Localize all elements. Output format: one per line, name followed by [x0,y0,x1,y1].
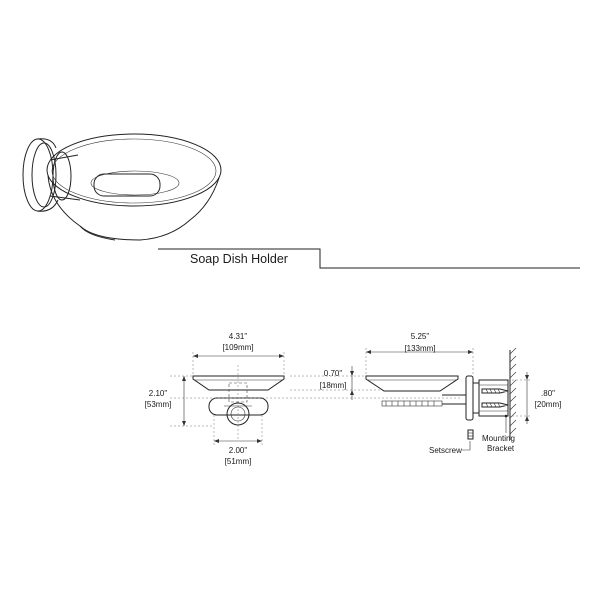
page-title: Soap Dish Holder [190,252,288,266]
dim-width-front-mm: [109mm] [222,343,253,352]
dim-height-inch: 2.10" [149,389,168,398]
soap-dish-illustration [22,133,222,241]
dim-height-mm: [53mm] [145,400,172,409]
side-view [365,347,517,451]
dim-bracket-mm: [20mm] [535,400,562,409]
dim-projection-mm: [133mm] [404,344,435,353]
title-rule [158,248,580,269]
dim-bracket: .80" [20mm] [508,372,561,424]
dim-height: 2.10" [53mm] [145,376,186,426]
setscrew-label: Setscrew [429,446,462,455]
dim-flange: 2.00" [51mm] [213,415,263,466]
mounting-bracket-label-line1: Mounting [482,434,515,443]
dim-projection: 5.25" [133mm] [365,332,474,376]
drain-slots-icon [93,173,161,197]
dim-projection-inch: 5.25" [411,332,430,341]
dim-dish-depth: 0.70" [18mm] [290,366,380,400]
dim-bracket-inch: .80" [541,389,555,398]
dim-width-front-inch: 4.31" [229,332,248,341]
dim-width-front: 4.31" [109mm] [192,332,285,376]
dim-flange-inch: 2.00" [229,446,248,455]
dim-dish-depth-mm: [18mm] [320,381,347,390]
setscrew-icon [467,429,474,440]
screw-icon [481,388,509,394]
dim-flange-mm: [51mm] [225,457,252,466]
wall-hatch [509,347,517,435]
screw-icon [481,402,509,408]
dim-dish-depth-inch: 0.70" [324,369,343,378]
mounting-bracket-label-line2: Bracket [487,444,515,453]
front-view [170,365,460,440]
